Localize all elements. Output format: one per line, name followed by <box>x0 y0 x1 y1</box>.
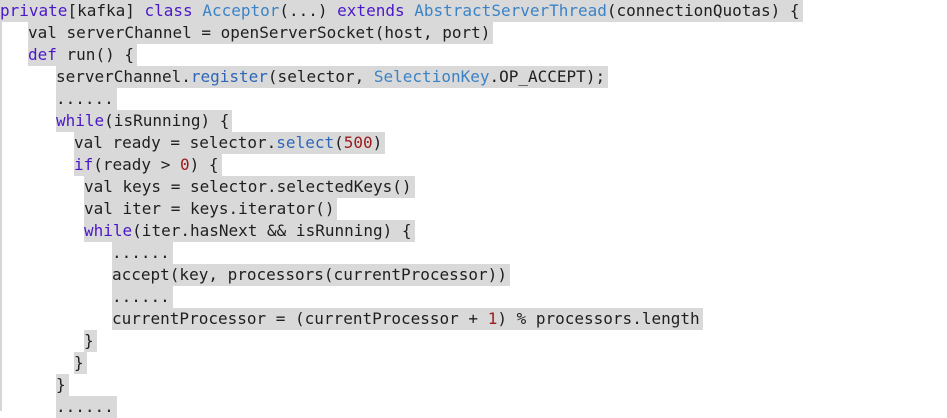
code-token: val ready = selector. <box>74 133 277 152</box>
code-token: run() { <box>56 45 134 64</box>
code-line-highlight: ...... <box>56 88 117 110</box>
code-line: } <box>56 374 69 396</box>
code-line: val serverChannel = openServerSocket(hos… <box>28 22 494 44</box>
code-token: def <box>28 45 57 64</box>
code-line-highlight: ...... <box>112 242 173 264</box>
code-line-highlight: val keys = selector.selectedKeys() <box>84 176 415 198</box>
code-token: } <box>84 331 94 350</box>
code-token: val serverChannel = openServerSocket(hos… <box>28 23 491 42</box>
code-token: 0 <box>179 155 190 174</box>
code-token: Acceptor <box>202 1 280 20</box>
code-line-highlight: ...... <box>112 286 173 308</box>
code-line: ...... <box>112 286 173 308</box>
code-line: while(iter.hasNext && isRunning) { <box>84 220 415 242</box>
code-line-highlight: while(isRunning) { <box>56 110 233 132</box>
code-token: private <box>0 1 68 20</box>
code-line-highlight: } <box>84 330 97 352</box>
code-token: select <box>276 133 335 152</box>
code-token: 500 <box>343 133 373 152</box>
code-token: ) % processors.length <box>497 309 700 328</box>
code-token: while <box>56 111 105 130</box>
code-token: 1 <box>487 309 498 328</box>
code-gutter <box>0 0 2 411</box>
code-line-highlight: accept(key, processors(currentProcessor)… <box>112 264 510 286</box>
code-token: (iter.hasNext && isRunning) { <box>132 221 412 240</box>
code-line-highlight: serverChannel.register(selector, Selecti… <box>56 66 609 88</box>
code-line: ...... <box>56 396 117 418</box>
code-line: ...... <box>56 88 117 110</box>
code-line: val iter = keys.iterator() <box>84 198 338 220</box>
code-token: if <box>74 155 94 174</box>
code-line-highlight: private[kafka] class Acceptor(...) exten… <box>0 0 803 22</box>
code-token: ...... <box>56 89 114 108</box>
code-line: serverChannel.register(selector, Selecti… <box>56 66 609 88</box>
code-line-highlight: currentProcessor = (currentProcessor + 1… <box>112 308 703 330</box>
code-line-highlight: val iter = keys.iterator() <box>84 198 338 220</box>
code-token: val iter = keys.iterator() <box>84 199 335 218</box>
code-token: } <box>74 353 84 372</box>
code-token <box>405 1 415 20</box>
code-token: ...... <box>56 397 114 416</box>
code-token: (connectionQuotas) { <box>606 1 800 20</box>
code-line-highlight: } <box>74 352 87 374</box>
code-token: .OP_ACCEPT); <box>489 67 606 86</box>
code-line: private[kafka] class Acceptor(...) exten… <box>0 0 803 22</box>
code-token: ( <box>334 133 344 152</box>
code-line: val ready = selector.select(500) <box>74 132 386 154</box>
code-line: def run() { <box>28 44 137 66</box>
code-line: val keys = selector.selectedKeys() <box>84 176 415 198</box>
code-token: while <box>84 221 133 240</box>
code-token: } <box>56 375 66 394</box>
code-token: [kafka] <box>67 1 145 20</box>
code-token: (isRunning) { <box>104 111 230 130</box>
code-token: AbstractServerThread <box>414 1 607 20</box>
code-line: } <box>84 330 97 352</box>
code-token: register <box>190 67 268 86</box>
code-line-highlight: def run() { <box>28 44 137 66</box>
code-token: ...... <box>112 243 170 262</box>
code-token <box>193 1 203 20</box>
code-token: accept(key, processors(currentProcessor)… <box>112 265 507 284</box>
code-line-highlight: while(iter.hasNext && isRunning) { <box>84 220 415 242</box>
code-token: class <box>144 1 193 20</box>
code-line: currentProcessor = (currentProcessor + 1… <box>112 308 703 330</box>
code-token: extends <box>337 1 405 20</box>
code-token: val keys = selector.selectedKeys() <box>84 177 412 196</box>
code-line: } <box>74 352 87 374</box>
code-token: (ready > <box>93 155 180 174</box>
code-line-highlight: } <box>56 374 69 396</box>
code-token: (...) <box>279 1 338 20</box>
code-line: while(isRunning) { <box>56 110 233 132</box>
code-line-highlight: ...... <box>56 396 117 418</box>
code-line-highlight: val serverChannel = openServerSocket(hos… <box>28 22 494 44</box>
code-line: accept(key, processors(currentProcessor)… <box>112 264 510 286</box>
code-line-highlight: if(ready > 0) { <box>74 154 222 176</box>
code-token: currentProcessor = (currentProcessor + <box>112 309 488 328</box>
code-token: SelectionKey <box>373 67 490 86</box>
code-line-highlight: val ready = selector.select(500) <box>74 132 386 154</box>
code-line: ...... <box>112 242 173 264</box>
code-token: ) <box>372 133 383 152</box>
code-line: if(ready > 0) { <box>74 154 222 176</box>
code-token: ...... <box>112 287 170 306</box>
code-token: ) { <box>189 155 219 174</box>
code-token: serverChannel. <box>56 67 191 86</box>
code-token: (selector, <box>267 67 374 86</box>
